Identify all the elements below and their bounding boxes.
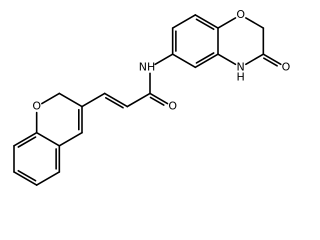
bond-bBot-bLL [17, 169, 37, 182]
bond-coX-ocX [262, 53, 282, 66]
bond-pC3-v1 [81, 92, 106, 108]
bond-bUL-bTop [17, 136, 37, 148]
bond-r6-r1 [171, 53, 197, 69]
bond-pC4-bUR [58, 131, 83, 147]
bond-oX-ch2X [245, 17, 265, 29]
bond-cA-oA [149, 96, 165, 106]
bond-cA-oA [149, 92, 169, 105]
atom-label-o-benzoxazine-ring: O [236, 8, 245, 21]
bond-r4-oX [217, 17, 237, 29]
bond-r3-r4 [194, 14, 219, 29]
bond-bBot-bLL [13, 171, 38, 186]
bond-layer [13, 14, 282, 186]
bond-v1-v2 [104, 96, 124, 109]
bond-coX-ocX [263, 57, 278, 67]
atom-label-nh-amide: NH [139, 60, 156, 73]
bond-nhX-r5 [217, 53, 237, 66]
bond-bTop-bUR [35, 131, 61, 147]
bond-r5-r6 [194, 53, 219, 69]
atom-label-o-lactam-carbonyl: O [282, 60, 291, 73]
atom-label-n-lactam: N [237, 60, 245, 73]
bond-pC2-pC3 [58, 92, 83, 108]
bond-r3-r4 [195, 18, 215, 31]
bond-pO-pC2 [41, 92, 61, 105]
bond-nA-r1 [154, 53, 174, 66]
atom-label-o-chromene-ring: O [32, 100, 41, 113]
bond-v1-v2 [103, 92, 129, 108]
bond-coX-nhX [245, 53, 265, 66]
bond-r5-r6 [195, 52, 215, 64]
bond-r2-r3 [171, 14, 197, 29]
atom-label-nh-lactam: H [237, 70, 245, 83]
molecule-structure: O NH HN O O O [13, 8, 291, 186]
bond-bUL-bTop [13, 131, 38, 147]
bond-bLR-bBot [35, 171, 61, 186]
atom-label-layer: O NH HN O O O [32, 8, 290, 113]
atom-label-o-amide-carbonyl: O [168, 100, 177, 113]
bond-v2-cA [126, 92, 151, 108]
